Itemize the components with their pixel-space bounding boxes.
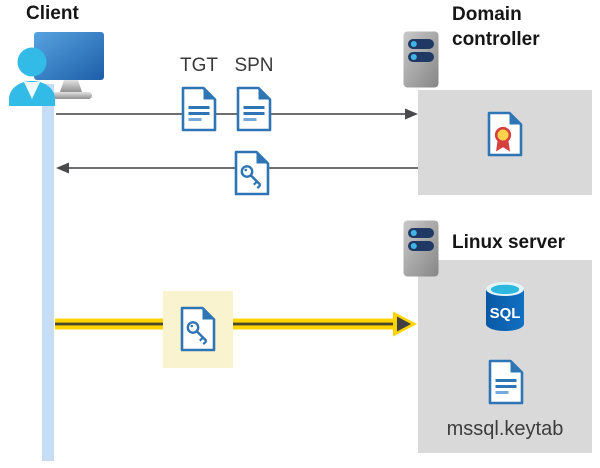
keytab-file-label: mssql.keytab xyxy=(446,418,564,440)
request-arrow xyxy=(56,108,418,120)
spn-label: SPN xyxy=(234,55,274,76)
linux-server-icon xyxy=(403,220,439,277)
linux-server-label: Linux server xyxy=(452,232,565,253)
certificate-document-icon xyxy=(487,111,523,157)
client-computer-icon xyxy=(9,32,104,106)
domain-controller-server-icon xyxy=(403,31,439,88)
spn-document-icon xyxy=(236,86,272,132)
highlighted-key-document-icon xyxy=(180,306,216,352)
keytab-auth-arrow xyxy=(55,311,417,337)
client-label: Client xyxy=(26,3,79,24)
sql-database-icon: SQL xyxy=(486,282,524,331)
client-lifeline xyxy=(42,84,54,461)
tgt-document-icon xyxy=(181,86,217,132)
sql-icon-label: SQL xyxy=(490,305,521,322)
keytab-document-icon xyxy=(488,359,524,405)
domain-controller-label: Domain controller xyxy=(452,4,540,50)
service-ticket-key-document-icon xyxy=(234,150,270,196)
tgt-label: TGT xyxy=(180,55,218,76)
